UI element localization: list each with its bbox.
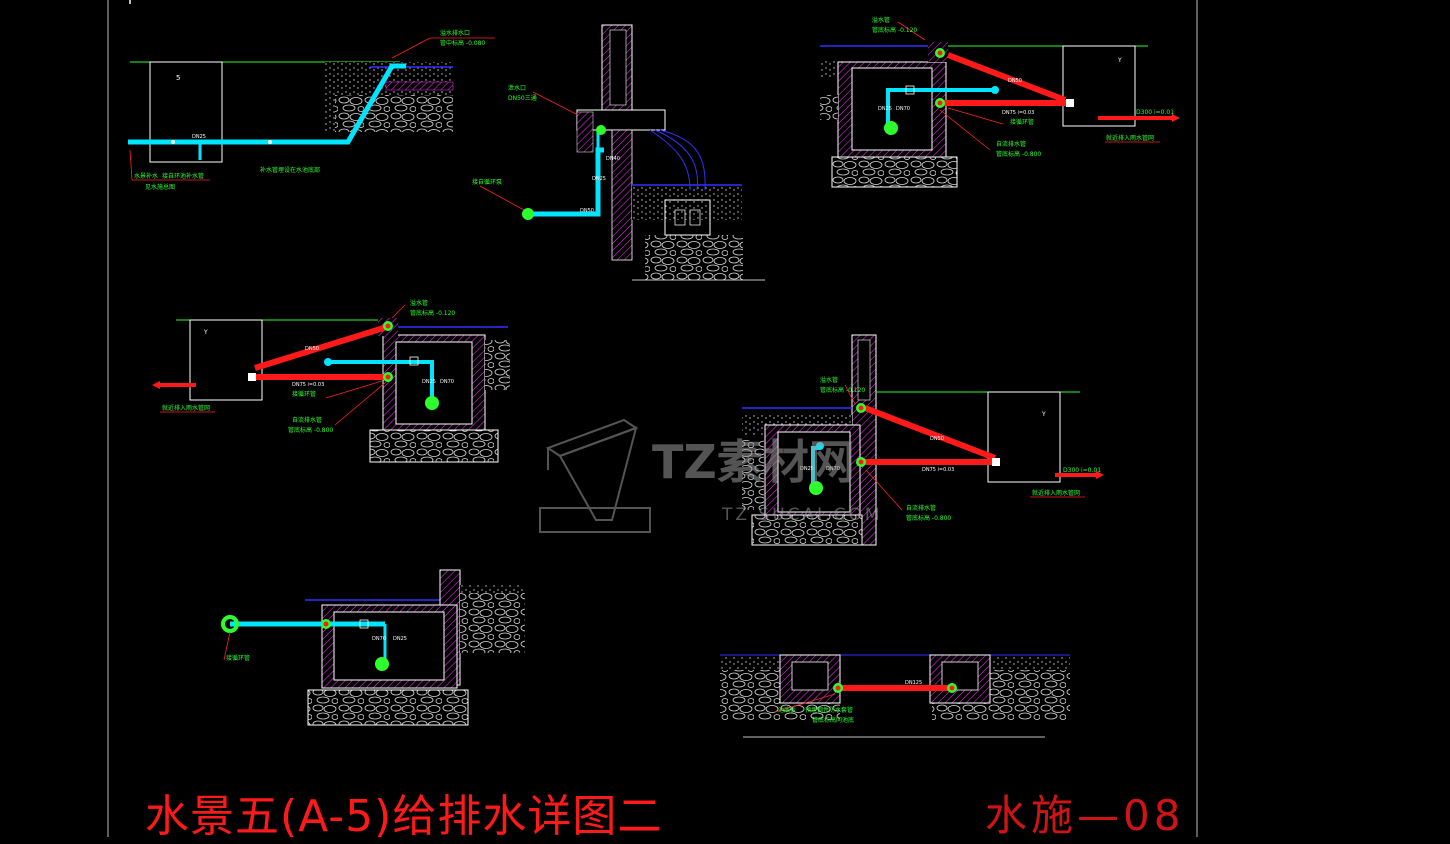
sheet-number: 水施—08: [985, 791, 1185, 840]
d7-label-c: 管底标高同池底: [812, 716, 854, 724]
d7-label-b: 预埋钢性防水套管: [805, 706, 853, 714]
d4-label-g: 管底标高 -0.800: [288, 426, 333, 434]
d3-label-h: D300 i=0.01: [1136, 109, 1174, 116]
d3-label-i: 就近排入雨水管网: [1106, 134, 1154, 142]
d1-label-size: DN25: [192, 134, 206, 140]
d3-label-a: 溢水管: [872, 16, 890, 24]
d3-label-f: 自流排水管: [996, 140, 1026, 148]
d2-size-3: DN25: [592, 176, 606, 182]
d3-label-c: DN50: [1008, 78, 1022, 84]
d1-label-mid: 补水管埋设在水池底部: [260, 166, 320, 174]
d6-label-a: 接循环管: [226, 654, 250, 662]
detail-6-circulation-pit: 接循环管 DN70 DN25: [221, 569, 525, 726]
d4-size-2: DN70: [440, 379, 454, 385]
svg-text:Y: Y: [1117, 57, 1122, 64]
detail-2-drain-outlet: 泄水口 DN50三通 接自循环泵 DN50 DN40 DN25: [472, 24, 765, 281]
d4-label-f: 自流排水管: [292, 416, 322, 424]
d3-label-d: DN75 i=0.03: [1002, 110, 1034, 116]
svg-text:Y: Y: [1041, 411, 1046, 418]
d3-label-b: 管底标高 -0.120: [872, 26, 917, 34]
d5-label-g: D300 i=0.01: [1063, 467, 1101, 474]
watermark-logo: [539, 418, 651, 533]
d1-label-left3: 接自环池补水管: [162, 172, 204, 180]
d3-size-2: DN70: [896, 106, 910, 112]
drawing-title: 水景五(A-5)给排水详图二: [145, 791, 663, 842]
d1-label-left4: 见水施总图: [145, 183, 175, 191]
d3-label-e: 接循环管: [1010, 118, 1034, 126]
d4-label-b: 管底标高 -0.120: [410, 309, 455, 317]
d5-size-1: DN25: [800, 466, 814, 472]
detail-7-connecting-pipe: DN125 池底板 预埋钢性防水套管 管底标高同池底: [720, 654, 1070, 738]
d2-label-c: 接自循环泵: [472, 178, 502, 186]
detail-1-makeup-water: 5 溢水排水口 管中标高 -0.080 水景补水 接自环池补水管 见水施总图 D…: [128, 29, 495, 191]
d7-label-a: 池底板: [778, 706, 796, 714]
d1-label-left: 水景补水: [134, 172, 158, 180]
d5-size-2: DN70: [826, 466, 840, 472]
d4-label-c: DN50: [305, 346, 319, 352]
d5-label-d: DN75 i=0.03: [922, 467, 954, 473]
watermark-brand: TZ素材网: [652, 435, 855, 489]
d5-label-e: 自流排水管: [906, 504, 936, 512]
d7-size: DN125: [905, 680, 922, 686]
detail-4-pump-pit-left: Y 溢水管 管底标高 -0.120 DN50 DN75 i=0.03 接循环管 …: [152, 299, 510, 463]
detail-5-pump-pit-middle: Y 溢水管 管底标高 -0.120 DN50 DN75 i=0.03 自流排水管…: [742, 334, 1104, 546]
watermark: TZ素材网 TZ SUCAI.COM: [539, 418, 883, 533]
d2-label-b: DN50三通: [508, 94, 537, 102]
d5-label-c: DN50: [930, 436, 944, 442]
svg-text:5: 5: [176, 74, 180, 82]
d4-label-e: 接循环管: [292, 390, 316, 398]
detail-3-pump-pit-right: Y 溢水管 管底标高 -0.120 DN50 DN75 i=0.03 接循环管 …: [820, 16, 1180, 188]
d6-size-1: DN70: [372, 636, 386, 642]
d2-size-2: DN40: [606, 156, 620, 162]
d2-size-1: DN50: [580, 208, 594, 214]
d1-label-top2: 管中标高 -0.080: [440, 39, 485, 47]
d4-label-d: DN75 i=0.03: [292, 382, 324, 388]
watermark-url: TZ SUCAI.COM: [721, 505, 883, 525]
d4-size-1: DN25: [422, 379, 436, 385]
d6-size-2: DN25: [393, 636, 407, 642]
d4-label-a: 溢水管: [410, 299, 428, 307]
d4-label-h: 就近排入雨水管网: [162, 404, 210, 412]
d2-label-a: 泄水口: [508, 84, 526, 92]
d5-label-h: 就近排入雨水管网: [1032, 489, 1080, 497]
d5-label-a: 溢水管: [820, 376, 838, 384]
d5-label-f: 管底标高 -0.800: [906, 514, 951, 522]
d3-size-1: DN25: [878, 106, 892, 112]
svg-text:Y: Y: [203, 329, 208, 336]
d3-label-g: 管底标高 -0.800: [996, 150, 1041, 158]
d1-label-top: 溢水排水口: [440, 29, 470, 37]
d5-label-b: 管底标高 -0.120: [820, 386, 865, 394]
